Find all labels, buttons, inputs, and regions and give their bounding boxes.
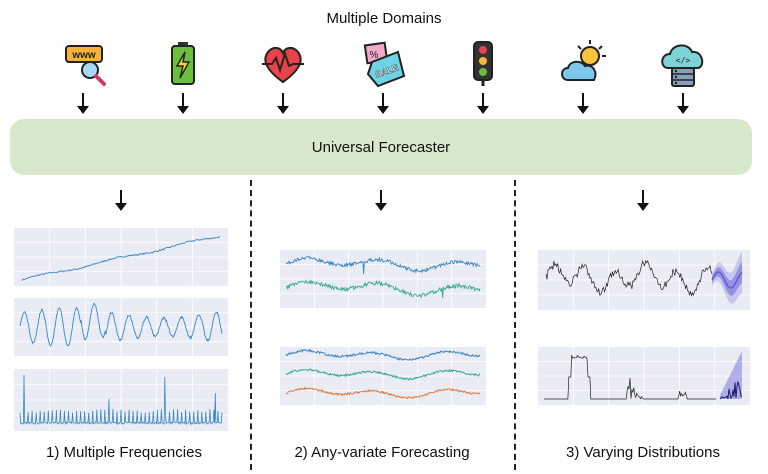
variate-series-line: [285, 348, 481, 361]
frequency-panel-trend: [14, 228, 228, 286]
trend-series-line: [21, 236, 221, 281]
history-series-line: [545, 259, 713, 297]
svg-text:%: %: [370, 50, 379, 61]
cloud-server-icon: </>: [658, 38, 708, 88]
forecast-median-line: [719, 381, 743, 400]
universal-forecaster-label: Universal Forecaster: [311, 138, 451, 156]
heart-rate-icon: [258, 38, 308, 88]
distribution-panel-forecast-1: [538, 250, 750, 310]
down-arrow-icon: [374, 190, 388, 212]
section-divider-1: [250, 180, 252, 470]
any-variate-panel-three-series: [280, 347, 486, 405]
caption-varying-distributions: 3) Varying Distributions: [566, 444, 720, 461]
web-search-icon: www: [60, 38, 110, 88]
traffic-light-icon: [458, 38, 508, 88]
svg-text:</>: </>: [676, 56, 691, 65]
forecast-median-line: [711, 271, 743, 289]
down-arrow-icon: [636, 190, 650, 212]
down-arrow-icon: [76, 93, 90, 115]
down-arrow-icon: [376, 93, 390, 115]
variate-series-line: [285, 386, 481, 399]
down-arrow-icon: [176, 93, 190, 115]
diagram-title: Multiple Domains: [326, 10, 442, 27]
svg-text:www: www: [71, 50, 96, 61]
forecast-interval-outer: [712, 251, 742, 304]
battery-icon: [158, 38, 208, 88]
frequency-panel-seasonal: [14, 298, 228, 356]
seasonal-series-line: [19, 302, 223, 347]
universal-forecaster-box: Universal Forecaster: [10, 119, 752, 175]
any-variate-panel-two-series: [280, 250, 486, 308]
history-series-line: [544, 354, 716, 400]
weather-cloud-sun-icon: [558, 38, 608, 88]
forecast-interval-inner: [712, 262, 742, 296]
section-divider-2: [514, 180, 516, 470]
down-arrow-icon: [114, 190, 128, 212]
down-arrow-icon: [576, 93, 590, 115]
down-arrow-icon: [476, 93, 490, 115]
down-arrow-icon: [676, 93, 690, 115]
variate-series-line: [285, 368, 481, 381]
distribution-panel-forecast-2: [538, 347, 750, 405]
variate-series-line: [285, 279, 481, 299]
forecast-interval: [720, 351, 742, 399]
sale-tag-icon: %SALE: [358, 38, 408, 88]
down-arrow-icon: [276, 93, 290, 115]
variate-series-line: [285, 256, 481, 275]
frequency-panel-spikes: [14, 369, 228, 431]
caption-multiple-frequencies: 1) Multiple Frequencies: [46, 444, 202, 461]
caption-any-variate-forecasting: 2) Any-variate Forecasting: [294, 444, 470, 461]
spike-series-line: [19, 374, 223, 426]
